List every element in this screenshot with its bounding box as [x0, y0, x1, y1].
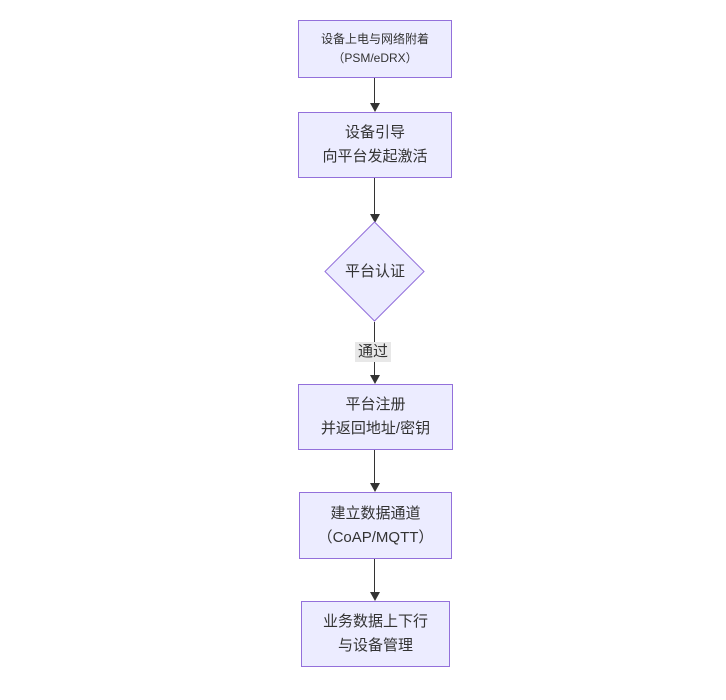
flow-node-platform-auth-label: 平台认证: [344, 263, 405, 280]
node-label-line: 与设备管理: [337, 637, 413, 654]
node-label-line: 建立数据通道: [330, 504, 421, 522]
arrowhead-icon: [370, 592, 380, 601]
node-label-line: （CoAP/MQTT）: [317, 528, 434, 546]
edge-label-pass: 通过: [355, 342, 392, 362]
arrowhead-icon: [370, 214, 380, 223]
flow-node-power-on: 设备上电与网络附着 （PSM/eDRX）: [298, 20, 452, 78]
flow-node-business-data: 业务数据上下行 与设备管理: [301, 601, 450, 667]
edge-line-power-to-bootstrap: [374, 78, 375, 104]
edge-line-channel-to-business: [374, 559, 375, 593]
node-label-line: 设备上电与网络附着: [320, 32, 429, 46]
edge-line-register-to-channel: [374, 450, 375, 484]
edge-line-bootstrap-to-auth: [374, 178, 375, 215]
node-label-line: 向平台发起激活: [322, 148, 428, 165]
arrowhead-icon: [370, 483, 380, 492]
flow-node-data-channel: 建立数据通道 （CoAP/MQTT）: [299, 492, 452, 559]
flow-node-register: 平台注册 并返回地址/密钥: [298, 384, 453, 450]
arrowhead-icon: [370, 103, 380, 112]
node-label-line: 并返回地址/密钥: [320, 420, 431, 437]
arrowhead-icon: [370, 375, 380, 384]
node-label-line: （PSM/eDRX）: [332, 51, 418, 65]
node-label-line: 业务数据上下行: [322, 613, 428, 630]
flow-node-bootstrap: 设备引导 向平台发起激活: [298, 112, 452, 178]
node-label-line: 平台注册: [345, 396, 406, 413]
node-label-line: 设备引导: [344, 124, 405, 141]
